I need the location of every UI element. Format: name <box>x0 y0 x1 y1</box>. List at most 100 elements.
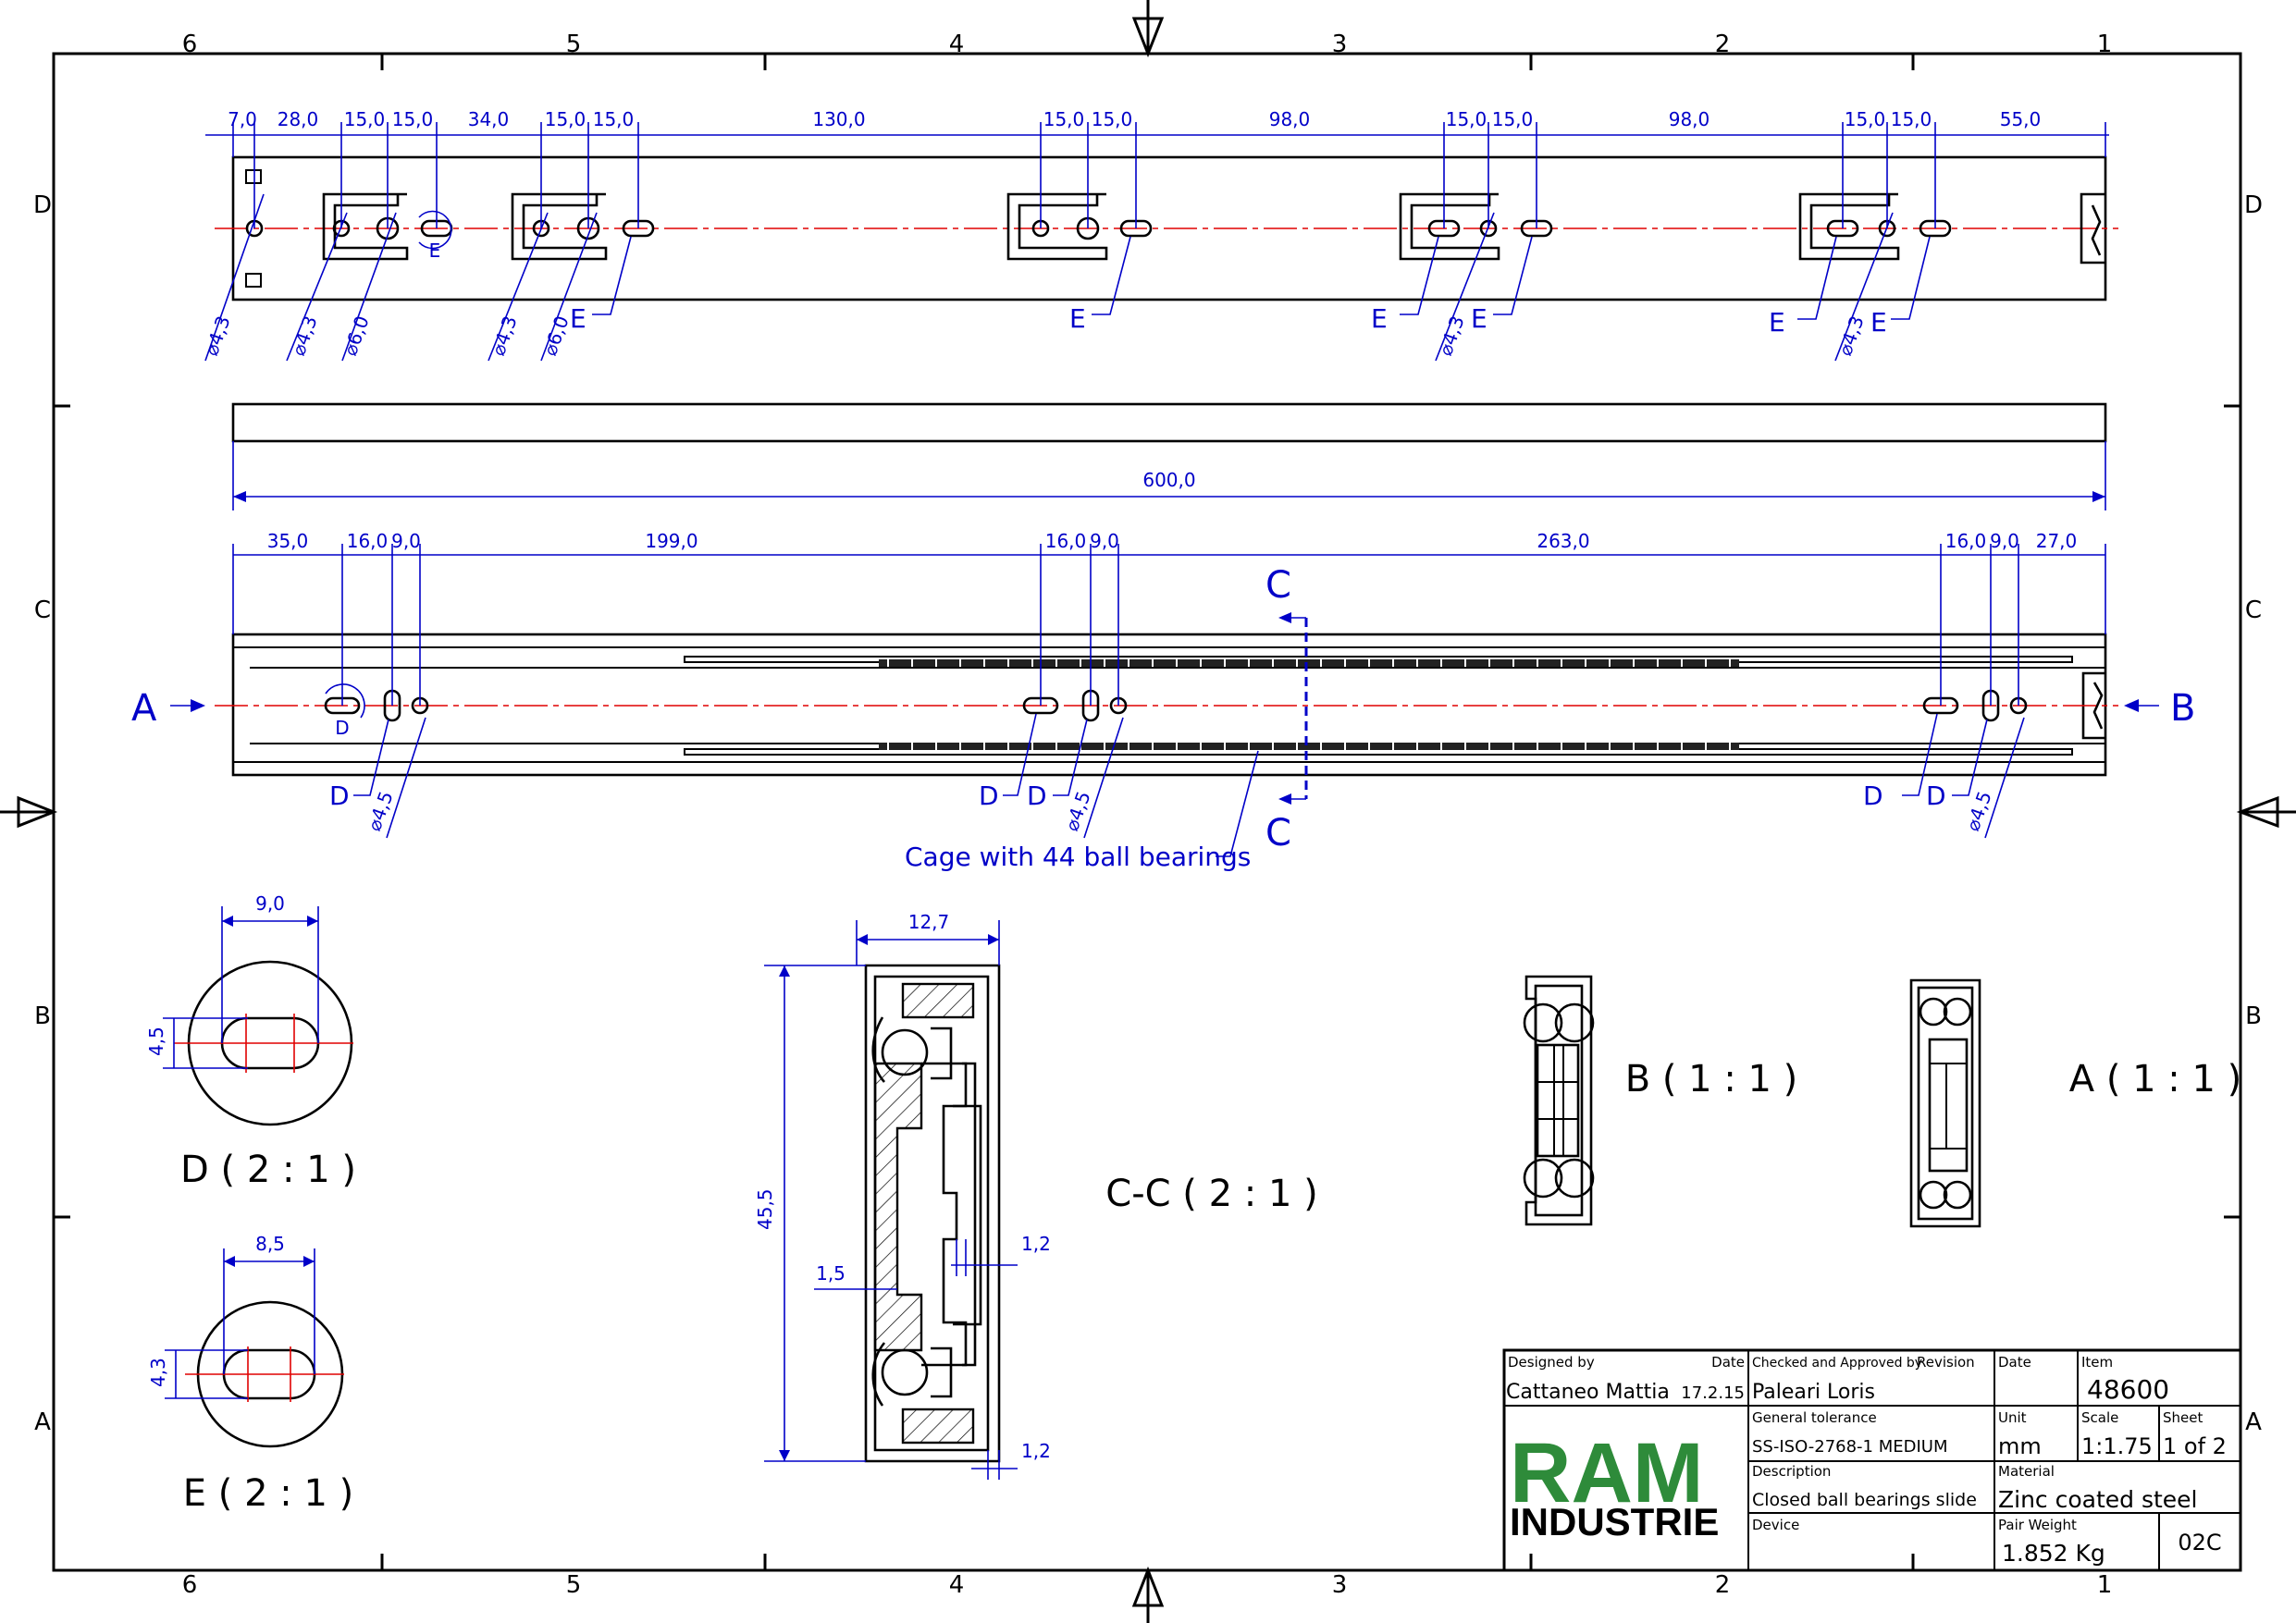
item-label: Item <box>2081 1354 2113 1371</box>
side-leaders <box>353 713 2025 857</box>
section-gap-right-bottom: 1,2 <box>1021 1440 1051 1462</box>
svg-text:199,0: 199,0 <box>645 530 697 552</box>
detail-d-width: 9,0 <box>255 892 285 915</box>
section-gap-right-top: 1,2 <box>1021 1233 1051 1255</box>
section-title: C-C ( 2 : 1 ) <box>1105 1173 1317 1215</box>
checked-label: Checked and Approved by <box>1752 1356 1922 1371</box>
svg-text:⌀6,0: ⌀6,0 <box>538 313 574 358</box>
svg-text:RAM: RAM <box>1510 1426 1704 1520</box>
detail-e-callout-circle <box>418 210 452 250</box>
svg-text:15,0: 15,0 <box>1891 108 1932 130</box>
cage-label: Cage with 44 ball bearings <box>905 842 1251 872</box>
top-bracket-3 <box>1006 192 1108 261</box>
description-value: Closed ball bearings slide <box>1752 1490 1977 1510</box>
design-date: 17.2.15 <box>1681 1383 1745 1403</box>
svg-text:⌀4,3: ⌀4,3 <box>1434 313 1469 358</box>
unit-label: Unit <box>1998 1409 2027 1426</box>
zone-row-a-right: A <box>2245 1408 2262 1436</box>
top-view: E 7,0 28,0 15,0 15,0 34,0 15,0 15,0 130,… <box>200 108 2118 362</box>
svg-text:34,0: 34,0 <box>468 108 510 130</box>
svg-text:E: E <box>1769 307 1785 338</box>
top-leaders <box>204 193 1931 362</box>
svg-text:⌀4,3: ⌀4,3 <box>200 313 235 358</box>
section-inner-profile <box>873 1062 923 1352</box>
zone-col-2-bottom: 2 <box>1715 1571 1731 1599</box>
svg-text:98,0: 98,0 <box>1669 108 1710 130</box>
scale-label: Scale <box>2081 1409 2118 1426</box>
view-b: B ( 1 : 1 ) <box>1523 975 1798 1226</box>
zone-row-c-right: C <box>2245 596 2262 624</box>
zone-col-6-top: 6 <box>182 31 198 58</box>
detail-d-title: D ( 2 : 1 ) <box>180 1149 356 1191</box>
detail-e-callout-label: E <box>429 240 441 262</box>
ram-logo: RAM INDUSTRIE <box>1510 1426 1719 1543</box>
svg-text:9,0: 9,0 <box>1990 530 2019 552</box>
zone-col-6-bottom: 6 <box>182 1571 198 1599</box>
svg-text:15,0: 15,0 <box>1043 108 1085 130</box>
section-height: 45,5 <box>754 1188 776 1230</box>
svg-text:263,0: 263,0 <box>1537 530 1589 552</box>
svg-text:15,0: 15,0 <box>392 108 434 130</box>
top-rail-end-clip <box>2080 192 2105 264</box>
svg-text:15,0: 15,0 <box>1492 108 1534 130</box>
side-callout-labels: D ⌀4,5 D D ⌀4,5 D D ⌀4,5 Cage with 44 ba… <box>329 781 1996 872</box>
zone-col-1-top: 1 <box>2097 31 2113 58</box>
zone-row-d-left: D <box>33 191 52 219</box>
material-label: Material <box>1998 1463 2055 1480</box>
top-dim-values: 7,0 28,0 15,0 15,0 34,0 15,0 15,0 130,0 … <box>228 108 2041 130</box>
zone-col-2-top: 2 <box>1715 31 1731 58</box>
design-date-label: Date <box>1711 1354 1745 1371</box>
top-bracket-5 <box>1798 192 1900 261</box>
view-a-title: A ( 1 : 1 ) <box>2069 1058 2242 1100</box>
top-bracket-1 <box>322 192 409 261</box>
svg-text:16,0: 16,0 <box>1945 530 1987 552</box>
detail-d-callout-circle <box>325 683 365 719</box>
svg-text:E: E <box>1371 303 1388 334</box>
designer-name: Cattaneo Mattia <box>1506 1381 1670 1404</box>
side-rail-outline <box>231 633 2107 777</box>
sheet-label: Sheet <box>2163 1409 2203 1426</box>
section-c-top-label: C <box>1265 564 1291 607</box>
sheet-value: 1 of 2 <box>2163 1433 2227 1459</box>
svg-text:⌀6,0: ⌀6,0 <box>339 313 374 358</box>
svg-text:E: E <box>570 303 586 334</box>
ball-cage <box>879 659 1739 750</box>
zone-col-4-top: 4 <box>949 31 965 58</box>
svg-text:E: E <box>1471 303 1487 334</box>
svg-text:E: E <box>1870 307 1887 338</box>
svg-text:E: E <box>1069 303 1086 334</box>
side-dim-extensions <box>232 544 2106 706</box>
date-label: Date <box>1998 1354 2031 1371</box>
side-dim-values: 35,0 16,0 9,0 199,0 16,0 9,0 263,0 16,0 … <box>267 530 2078 552</box>
checker-name: Paleari Loris <box>1752 1381 1875 1404</box>
device-label: Device <box>1752 1517 1799 1533</box>
detail-d-callout-label: D <box>335 717 349 739</box>
zone-row-a-left: A <box>34 1408 51 1436</box>
svg-text:D: D <box>1027 781 1047 811</box>
detail-e: 8,5 4,3 E ( 2 : 1 ) <box>147 1233 353 1515</box>
svg-text:55,0: 55,0 <box>2000 108 2042 130</box>
svg-text:28,0: 28,0 <box>278 108 319 130</box>
title-block: Designed by Date Cattaneo Mattia 17.2.15… <box>1502 1348 2242 1572</box>
svg-text:16,0: 16,0 <box>1045 530 1087 552</box>
unit-value: mm <box>1998 1433 2042 1459</box>
tolerance-value: SS-ISO-2768-1 MEDIUM <box>1752 1437 1948 1457</box>
detail-e-title: E ( 2 : 1 ) <box>183 1472 353 1515</box>
tolerance-label: General tolerance <box>1752 1409 1877 1426</box>
middle-rail-outline <box>231 402 2107 443</box>
top-bracket-2 <box>511 192 608 261</box>
svg-text:15,0: 15,0 <box>593 108 635 130</box>
svg-text:15,0: 15,0 <box>545 108 586 130</box>
material-value: Zinc coated steel <box>1998 1486 2198 1513</box>
detail-e-height: 4,3 <box>147 1358 169 1387</box>
description-label: Description <box>1752 1463 1831 1480</box>
zone-col-4-bottom: 4 <box>949 1571 965 1599</box>
view-b-title: B ( 1 : 1 ) <box>1625 1058 1798 1100</box>
svg-text:INDUSTRIE: INDUSTRIE <box>1510 1500 1719 1543</box>
zone-col-1-bottom: 1 <box>2097 1571 2113 1599</box>
svg-text:15,0: 15,0 <box>1092 108 1133 130</box>
zone-col-3-bottom: 3 <box>1332 1571 1348 1599</box>
designed-by-label: Designed by <box>1508 1354 1595 1371</box>
svg-text:D: D <box>1863 781 1883 811</box>
